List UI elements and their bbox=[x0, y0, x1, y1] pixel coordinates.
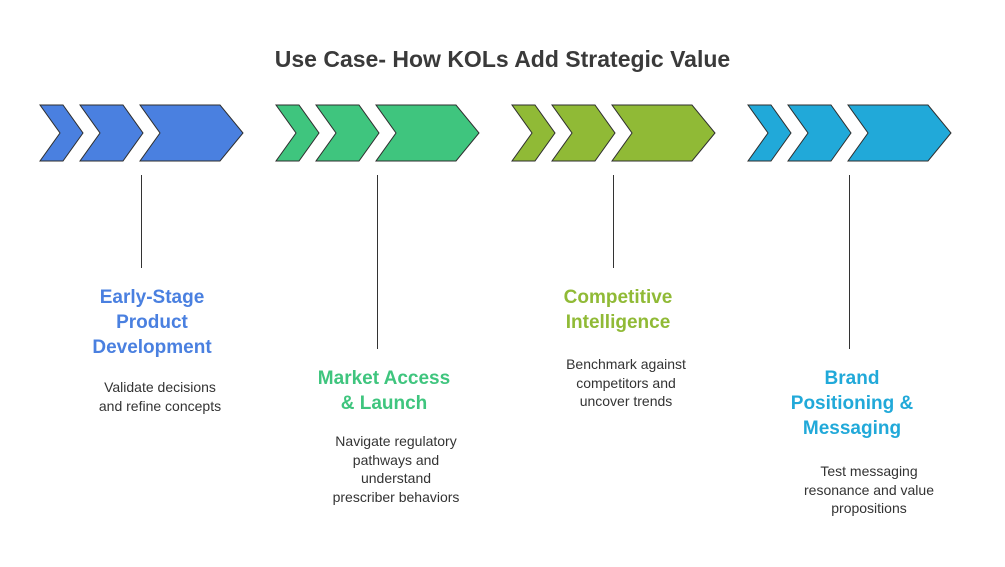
stage-1-description: Validate decisions and refine concepts bbox=[98, 379, 222, 414]
chevron-stage-4-2 bbox=[787, 104, 852, 162]
stage-2-description: Navigate regulatory pathways and underst… bbox=[332, 433, 460, 505]
connector-line-stage-2 bbox=[377, 175, 378, 349]
diagram-title: Use Case- How KOLs Add Strategic Value bbox=[274, 46, 731, 72]
stage-3-description: Benchmark against competitors and uncove… bbox=[566, 356, 686, 409]
chevron-stage-3-1 bbox=[511, 104, 556, 162]
chevron-stage-2-1 bbox=[275, 104, 320, 162]
chevron-stage-1-1 bbox=[39, 104, 84, 162]
connector-line-stage-1 bbox=[141, 175, 142, 268]
chevron-stage-2-3 bbox=[375, 104, 480, 162]
chevron-group-stage-1 bbox=[39, 104, 244, 162]
chevron-group-stage-2 bbox=[275, 104, 480, 162]
chevron-stage-4-1 bbox=[747, 104, 792, 162]
stage-4-title: Brand Positioning & Messaging bbox=[790, 368, 914, 439]
chevron-stage-1-3 bbox=[139, 104, 244, 162]
stage-1-title: Early-Stage Product Development bbox=[92, 287, 212, 358]
chevron-group-stage-4 bbox=[747, 104, 952, 162]
chevron-stage-2-2 bbox=[315, 104, 380, 162]
stage-2-title: Market Access & Launch bbox=[317, 368, 451, 414]
chevron-stage-1-2 bbox=[79, 104, 144, 162]
connector-line-stage-3 bbox=[613, 175, 614, 268]
chevron-group-stage-3 bbox=[511, 104, 716, 162]
chevron-stage-4-3 bbox=[847, 104, 952, 162]
connector-line-stage-4 bbox=[849, 175, 850, 349]
chevron-stage-3-2 bbox=[551, 104, 616, 162]
stage-4-description: Test messaging resonance and value propo… bbox=[804, 463, 934, 516]
chevron-stage-3-3 bbox=[611, 104, 716, 162]
stage-3-title: Competitive Intelligence bbox=[563, 287, 673, 333]
